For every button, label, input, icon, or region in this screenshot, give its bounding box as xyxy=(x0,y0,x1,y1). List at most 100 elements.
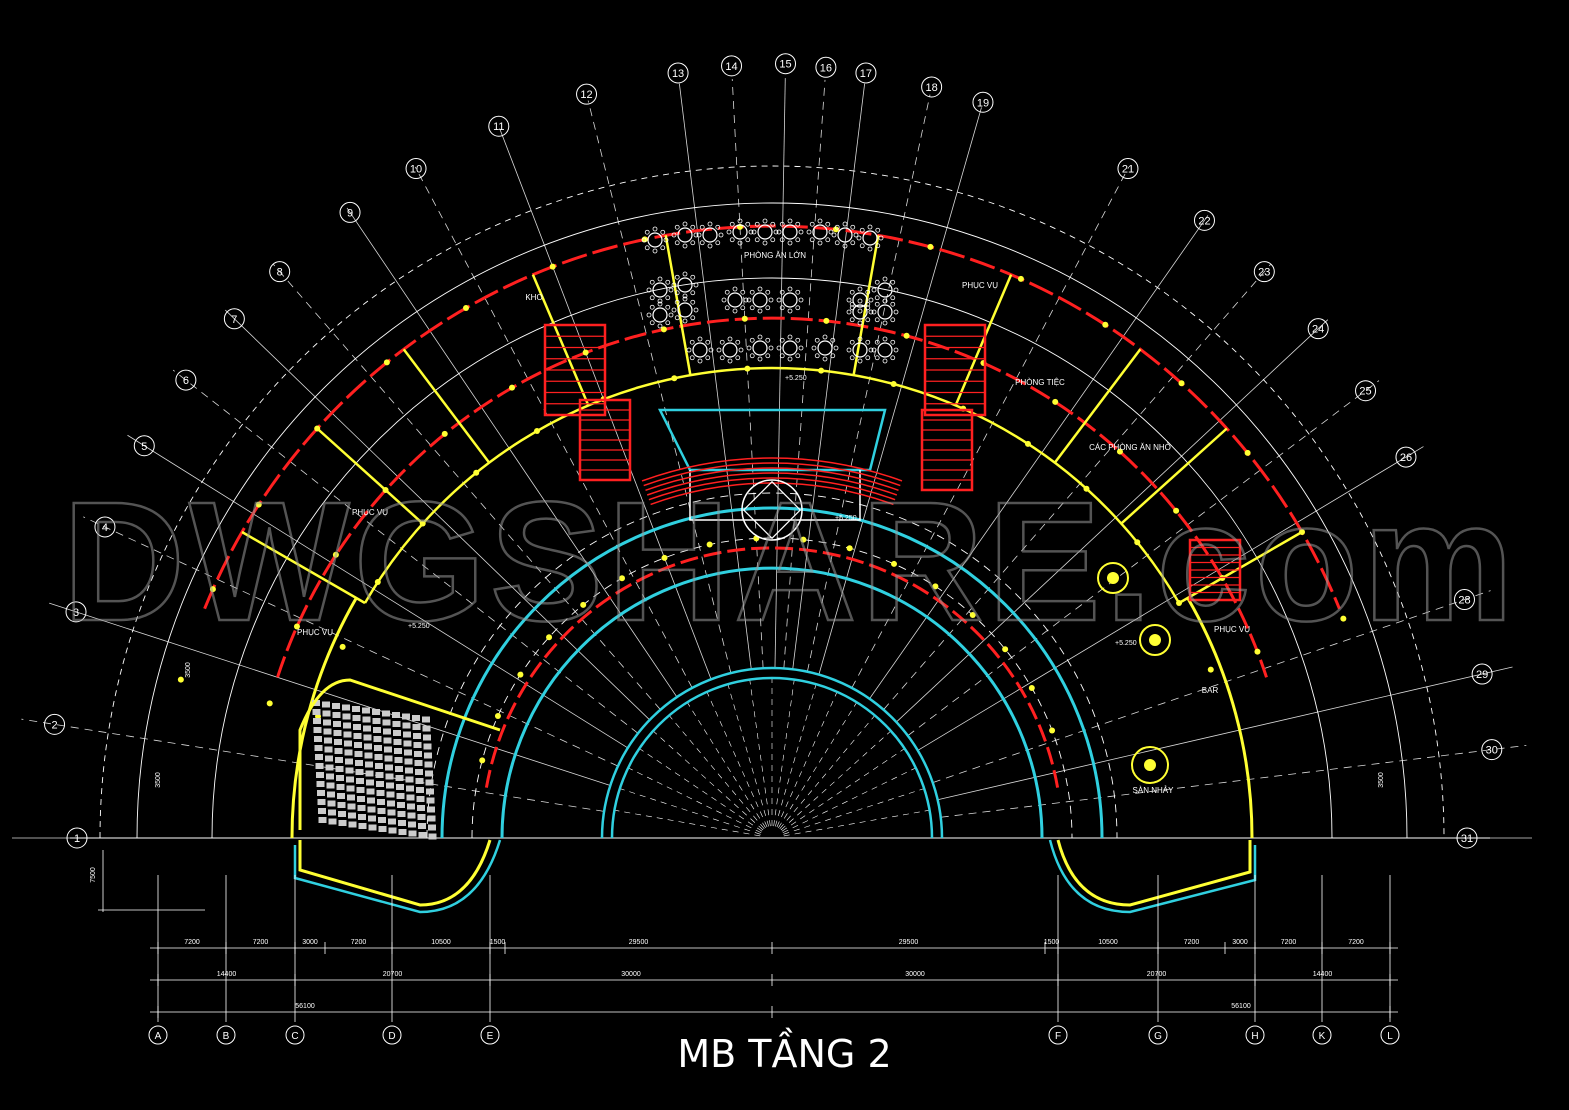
seat xyxy=(384,746,392,753)
radial-grid-lines xyxy=(12,78,1532,839)
chair xyxy=(765,353,771,359)
chair xyxy=(776,297,782,303)
seat xyxy=(408,830,417,837)
seat xyxy=(422,716,430,723)
column-dot xyxy=(332,551,339,558)
axis-bubble xyxy=(972,91,994,113)
seat xyxy=(347,803,356,810)
chair xyxy=(787,240,793,246)
column-dot xyxy=(744,365,751,372)
axis-bubble-label: 5 xyxy=(141,441,147,453)
room-label: PHÒNG ĂN LỚN xyxy=(744,251,806,260)
column-dot xyxy=(534,427,540,434)
seat xyxy=(348,812,356,819)
column-dot xyxy=(339,643,346,650)
chair xyxy=(708,347,714,353)
column-dot xyxy=(661,554,668,561)
column-dot xyxy=(932,583,939,590)
column-bubble xyxy=(480,1025,500,1045)
column-dot xyxy=(1024,440,1031,447)
chair xyxy=(657,301,663,307)
chair xyxy=(693,307,699,313)
seat xyxy=(424,752,432,759)
chair xyxy=(871,287,877,293)
chair xyxy=(853,232,859,238)
chair xyxy=(743,297,749,303)
seat xyxy=(353,724,361,730)
seat xyxy=(348,821,357,828)
chair xyxy=(890,295,896,301)
seat xyxy=(316,781,325,787)
yellow-partition xyxy=(954,274,1013,406)
seat xyxy=(325,755,333,762)
chair xyxy=(729,237,735,243)
seat xyxy=(325,764,334,771)
chair xyxy=(798,229,804,235)
chair xyxy=(893,347,899,353)
chair xyxy=(770,221,776,227)
chair xyxy=(874,355,880,361)
seat xyxy=(396,784,404,790)
dim-value: 30000 xyxy=(905,971,925,978)
round-table xyxy=(852,304,868,320)
dim-value: 1500 xyxy=(1044,939,1060,946)
chair xyxy=(682,296,688,302)
seat xyxy=(353,733,362,739)
axis-bubble xyxy=(65,601,87,623)
axis-bubble xyxy=(1453,589,1475,611)
seat xyxy=(364,743,372,750)
seat xyxy=(417,805,425,811)
chair xyxy=(776,229,782,235)
seat xyxy=(347,794,355,801)
chair xyxy=(689,355,695,361)
mid-red-wall xyxy=(276,316,1268,678)
chair xyxy=(732,286,738,292)
chair xyxy=(859,243,865,249)
chair xyxy=(705,355,711,361)
chair xyxy=(749,337,755,343)
column-dot xyxy=(266,700,273,707)
chair xyxy=(795,337,801,343)
chair xyxy=(690,224,696,230)
chair xyxy=(682,243,688,249)
seat xyxy=(357,805,366,811)
seat xyxy=(377,808,386,814)
seat xyxy=(313,718,321,724)
dim-value: 7200 xyxy=(1281,939,1297,946)
axis-bubble-label: 26 xyxy=(1400,452,1412,464)
column-label: F xyxy=(1055,1031,1061,1042)
chair xyxy=(849,289,855,295)
axis-bubble xyxy=(775,53,797,75)
chair xyxy=(814,337,820,343)
seat xyxy=(354,751,363,757)
chair xyxy=(719,339,725,345)
seat xyxy=(318,808,326,814)
chair xyxy=(842,243,848,249)
seat xyxy=(394,757,403,763)
chair xyxy=(825,221,831,227)
column-dot xyxy=(509,384,515,391)
round-table xyxy=(817,340,833,356)
column-dot xyxy=(1207,666,1214,673)
seat xyxy=(376,790,385,796)
room-label: PHÒNG TIỆC xyxy=(1015,378,1065,387)
decorative-circle-core xyxy=(1149,634,1161,646)
radial-grid-line xyxy=(869,215,1209,699)
chair xyxy=(828,229,834,235)
dim-value: 29500 xyxy=(629,939,649,946)
chair xyxy=(690,299,696,305)
chair xyxy=(699,224,705,230)
chair xyxy=(644,229,650,235)
radial-grid-line xyxy=(883,264,1271,710)
chair xyxy=(817,240,823,246)
chair xyxy=(724,305,730,311)
chair xyxy=(865,317,871,323)
level-mark: +5.250 xyxy=(408,623,430,630)
dim-value: 7200 xyxy=(253,939,269,946)
seat xyxy=(342,704,350,711)
chair xyxy=(795,237,801,243)
axis-bubble xyxy=(1471,663,1493,685)
radial-grid-line xyxy=(783,79,826,669)
seat xyxy=(418,823,426,829)
round-table xyxy=(757,224,773,240)
